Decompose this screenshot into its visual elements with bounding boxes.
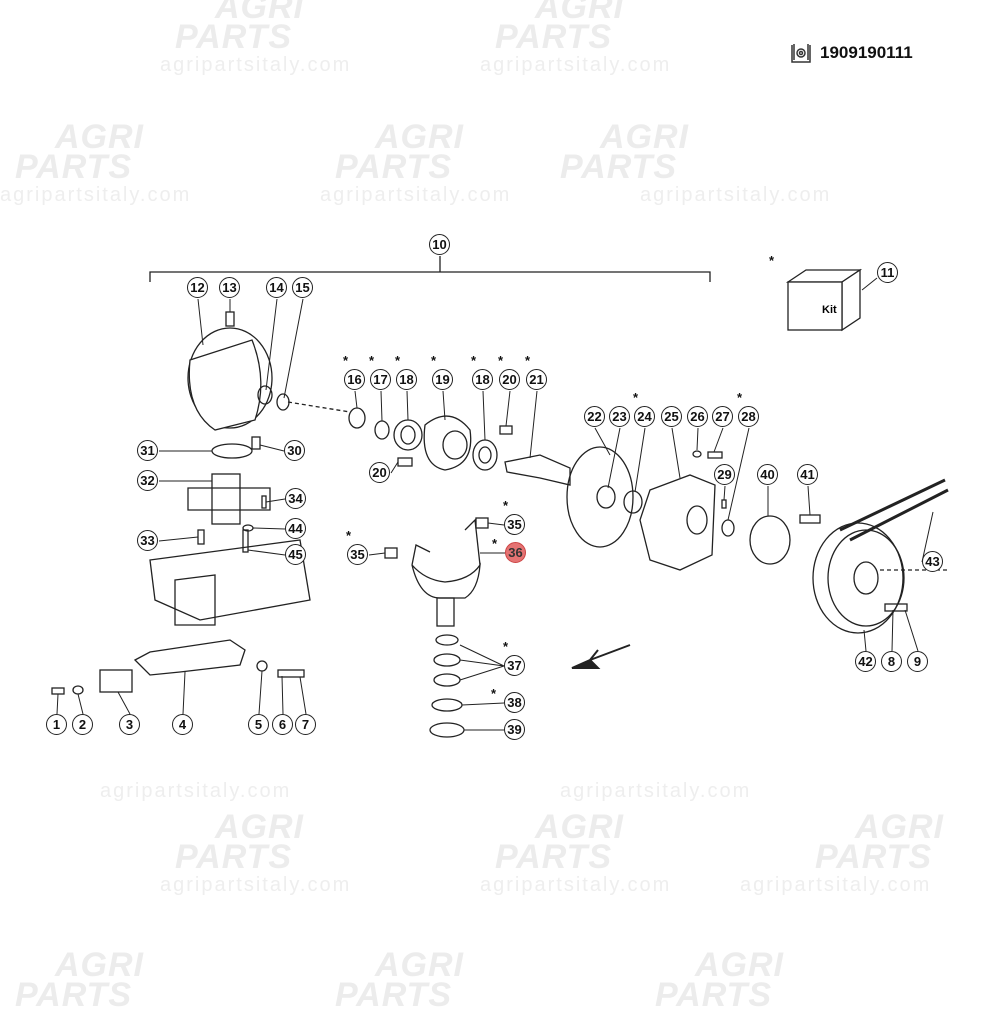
callout-16[interactable]: 16 [344,369,365,390]
kit-star-marker: * [471,353,477,368]
kit-star-marker: * [343,353,349,368]
part-pulley [812,478,950,634]
callout-11[interactable]: 11 [877,262,898,283]
kit-star-marker: * [633,390,639,405]
group-bracket [149,256,711,282]
part-housing [187,311,351,431]
callout-43[interactable]: 43 [922,551,943,572]
callout-40[interactable]: 40 [757,464,778,485]
callout-18[interactable]: 18 [396,369,417,390]
callout-10[interactable]: 10 [429,234,450,255]
callout-27[interactable]: 27 [712,406,733,427]
callout-14[interactable]: 14 [266,277,287,298]
callout-28[interactable]: 28 [738,406,759,427]
callout-3[interactable]: 3 [119,714,140,735]
direction-arrow [571,644,631,669]
kit-star-marker: * [498,353,504,368]
callout-36[interactable]: 36 [505,542,526,563]
kit-star-marker: * [431,353,437,368]
kit-star-marker: * [503,498,509,513]
part-gasket-and-cover [566,446,821,571]
callout-12[interactable]: 12 [187,277,208,298]
callout-35[interactable]: 35 [504,514,525,535]
kit-star-marker: * [492,536,498,551]
callout-4[interactable]: 4 [172,714,193,735]
callout-30[interactable]: 30 [284,440,305,461]
part-arm [51,639,305,695]
kit-star: * [769,253,775,268]
kit-star-marker: * [503,639,509,654]
callout-20[interactable]: 20 [369,462,390,483]
kit-star-marker: * [737,390,743,405]
callout-19[interactable]: 19 [432,369,453,390]
callout-25[interactable]: 25 [661,406,682,427]
kit-star-marker: * [491,686,497,701]
callout-8[interactable]: 8 [881,651,902,672]
callout-35[interactable]: 35 [347,544,368,565]
part-oring-31 [211,443,253,459]
part-nipple-30 [251,436,261,450]
callout-44[interactable]: 44 [285,518,306,539]
callout-2[interactable]: 2 [72,714,93,735]
callout-26[interactable]: 26 [687,406,708,427]
callout-24[interactable]: 24 [634,406,655,427]
kit-star-marker: * [346,528,352,543]
kit-star-marker: * [395,353,401,368]
callout-31[interactable]: 31 [137,440,158,461]
callout-6[interactable]: 6 [272,714,293,735]
callout-13[interactable]: 13 [219,277,240,298]
manual-gear-icon [791,44,811,63]
kit-label: Kit [822,304,837,316]
callout-20[interactable]: 20 [499,369,520,390]
callout-21[interactable]: 21 [526,369,547,390]
callout-38[interactable]: 38 [504,692,525,713]
callout-37[interactable]: 37 [504,655,525,676]
callout-22[interactable]: 22 [584,406,605,427]
callout-17[interactable]: 17 [370,369,391,390]
callout-9[interactable]: 9 [907,651,928,672]
callout-42[interactable]: 42 [855,651,876,672]
kit-box-icon [786,268,863,332]
kit-star-marker: * [525,353,531,368]
callout-41[interactable]: 41 [797,464,818,485]
kit-star-marker: * [369,353,375,368]
callout-23[interactable]: 23 [609,406,630,427]
callout-32[interactable]: 32 [137,470,158,491]
callout-33[interactable]: 33 [137,530,158,551]
callout-39[interactable]: 39 [504,719,525,740]
callout-34[interactable]: 34 [285,488,306,509]
part-number: 1909190111 [820,43,913,62]
callout-1[interactable]: 1 [46,714,67,735]
callout-15[interactable]: 15 [292,277,313,298]
leader-lines [56,277,934,731]
callout-18[interactable]: 18 [472,369,493,390]
callout-5[interactable]: 5 [248,714,269,735]
part-number-header: 1909190111 [790,42,913,64]
callout-29[interactable]: 29 [714,464,735,485]
callout-7[interactable]: 7 [295,714,316,735]
callout-45[interactable]: 45 [285,544,306,565]
